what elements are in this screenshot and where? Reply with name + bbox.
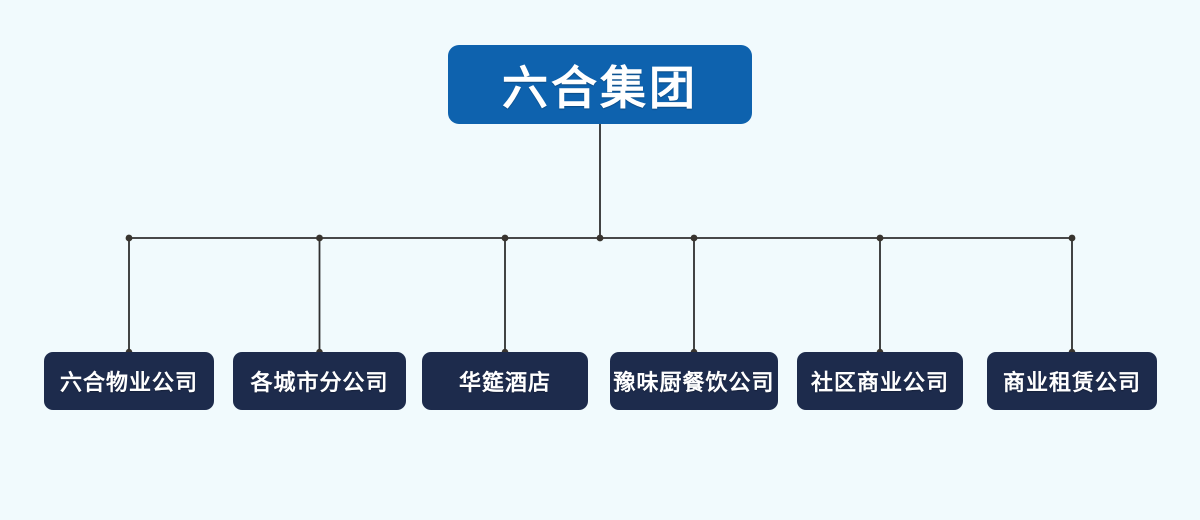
org-node-hotel[interactable]: 华筵酒店 xyxy=(422,352,588,410)
org-node-property-company[interactable]: 六合物业公司 xyxy=(44,352,214,410)
org-node-root[interactable]: 六合集团 xyxy=(448,45,752,124)
junction-dot xyxy=(690,234,698,242)
org-node-community-commerce[interactable]: 社区商业公司 xyxy=(797,352,963,410)
junction-dot xyxy=(501,234,509,242)
org-node-catering-company[interactable]: 豫味厨餐饮公司 xyxy=(610,352,778,410)
junction-dot xyxy=(596,234,604,242)
org-node-city-branches[interactable]: 各城市分公司 xyxy=(233,352,406,410)
junction-dot xyxy=(876,234,884,242)
junction-dot xyxy=(316,234,323,242)
junction-dot xyxy=(125,234,133,242)
junction-dot xyxy=(1068,234,1076,242)
org-node-commercial-leasing[interactable]: 商业租赁公司 xyxy=(987,352,1157,410)
